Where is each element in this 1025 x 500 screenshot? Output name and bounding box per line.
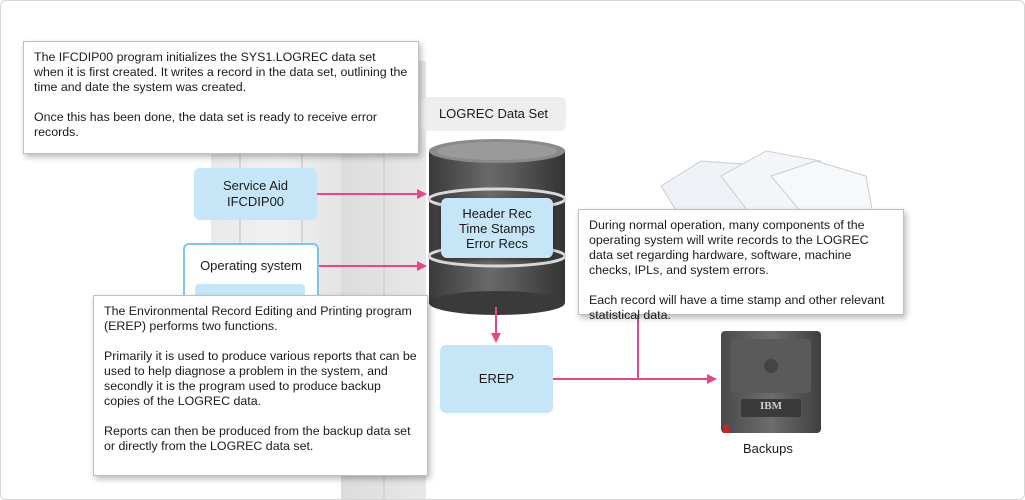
backups-label: Backups — [743, 441, 793, 456]
service-aid-line-2: IFCDIP00 — [226, 194, 285, 209]
erep-note-para-1: The Environmental Record Editing and Pri… — [104, 304, 412, 333]
tape-cartridge-icon — [721, 331, 821, 433]
record-header: Header Rec — [462, 205, 532, 221]
erep-note: The Environmental Record Editing and Pri… — [93, 295, 428, 476]
normal-operation-note: During normal operation, many components… — [578, 209, 904, 322]
dataset-records-label: Header Rec Time Stamps Error Recs — [441, 198, 553, 258]
tape-brand-label: IBM — [760, 400, 782, 412]
record-time-stamps: Time Stamps — [458, 220, 536, 236]
service-aid-box: Service Aid IFCDIP00 — [194, 168, 317, 220]
mainframe-seam — [383, 61, 385, 499]
erep-note-para-3: Reports can then be produced from the ba… — [104, 424, 411, 453]
ifcdip-note-para-1: The IFCDIP00 program initializes the SYS… — [34, 50, 408, 94]
erep-note-para-2: Primarily it is used to produce various … — [104, 349, 417, 408]
record-error-recs: Error Recs — [465, 235, 529, 251]
ifcdip-note-para-2: Once this has been done, the data set is… — [34, 110, 378, 139]
normal-operation-note-para-1: During normal operation, many components… — [589, 218, 869, 277]
operating-system-label: Operating system — [200, 258, 302, 273]
normal-operation-note-para-2: Each record will have a time stamp and o… — [589, 293, 885, 322]
ifcdip-note: The IFCDIP00 program initializes the SYS… — [23, 41, 419, 154]
logrec-data-set-label: LOGREC Data Set — [421, 97, 566, 131]
service-aid-line-1: Service Aid — [222, 178, 289, 193]
erep-box: EREP — [440, 345, 553, 413]
